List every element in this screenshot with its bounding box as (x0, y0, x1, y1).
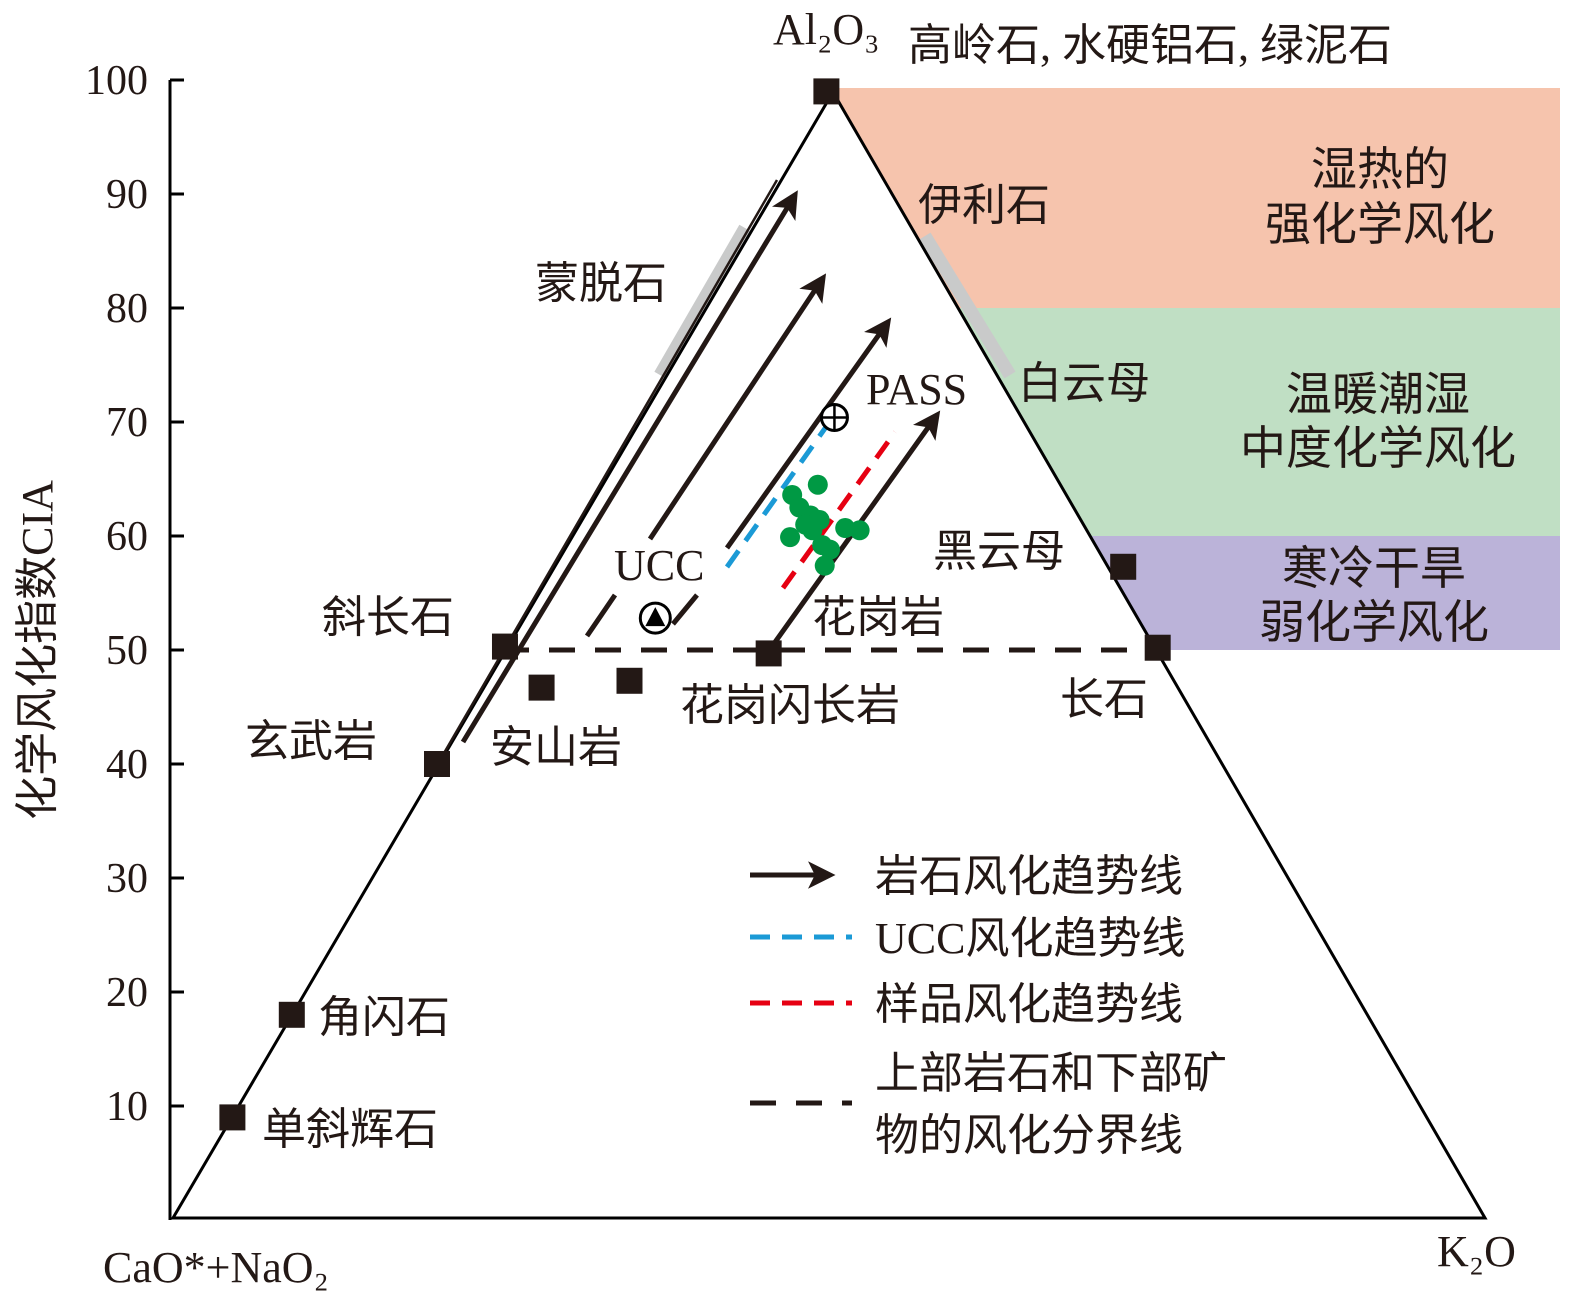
mineral-point (1144, 634, 1171, 661)
sample-point (814, 555, 835, 576)
trend-arrow-3 (724, 317, 892, 550)
mineral-point (424, 751, 450, 777)
label-ucc: UCC (614, 541, 704, 590)
y-tick-label: 10 (106, 1084, 148, 1130)
sample-point (849, 520, 870, 541)
mineral-point (219, 1104, 246, 1131)
mineral-point (278, 1001, 305, 1028)
label-plagioclase: 斜长石 (322, 593, 454, 642)
zone-band-2 (958, 308, 1560, 536)
label-andesite: 安山岩 (490, 723, 622, 772)
ucc-trend-line (724, 408, 841, 569)
zone-1-line-1: 湿热的 (1311, 144, 1449, 195)
zone-band-1 (830, 88, 1560, 308)
mineral-points (219, 78, 1171, 1131)
reference-point-ucc (638, 601, 672, 635)
label-biotite: 黑云母 (933, 527, 1065, 576)
y-tick-label: 40 (106, 742, 148, 788)
legend-item-sample-trend: 样品风化趋势线 (875, 980, 1183, 1029)
trend-arrow-3-dash (584, 593, 618, 638)
zone-1-line-2: 强化学风化 (1265, 199, 1495, 250)
sample-point (807, 474, 828, 495)
label-montmorillonite: 蒙脱石 (535, 259, 667, 308)
label-clinopyroxene: 单斜辉石 (262, 1105, 438, 1154)
montmorillonite-range-bar (654, 224, 751, 379)
label-basalt: 玄武岩 (245, 717, 377, 766)
label-illite: 伊利石 (918, 181, 1050, 230)
climate-zones (830, 88, 1560, 650)
y-tick-label: 80 (106, 286, 148, 332)
legend: 岩石风化趋势线 UCC风化趋势线 样品风化趋势线 上部岩石和下部矿 物的风化分界… (750, 852, 1227, 1160)
zone-3-line-1: 寒冷干旱 (1282, 543, 1466, 594)
label-granite: 花岗岩 (812, 593, 944, 642)
y-tick-label: 30 (106, 856, 148, 902)
mineral-point (1110, 553, 1137, 580)
rock-weathering-trend-arrows (438, 179, 941, 761)
y-tick-label: 100 (85, 58, 148, 104)
reference-point-pass (819, 402, 849, 432)
zone-3-line-2: 弱化学风化 (1259, 597, 1489, 648)
mineral-point (616, 667, 643, 694)
legend-item-boundary-line1: 上部岩石和下部矿 (875, 1049, 1227, 1098)
top-minerals-label: 高岭石, 水硬铝石, 绿泥石 (908, 21, 1392, 70)
sample-trend-line (780, 430, 898, 590)
vertex-left-label: CaO*+NaO₂ (103, 1243, 329, 1292)
thin-trend-line (438, 179, 779, 761)
zone-2-line-1: 温暖潮湿 (1286, 369, 1470, 420)
legend-item-boundary-line2: 物的风化分界线 (875, 1111, 1183, 1160)
trend-arrow-2 (647, 273, 827, 541)
trend-arrow-1 (460, 190, 798, 744)
y-tick-label: 70 (106, 400, 148, 446)
mineral-point (755, 640, 782, 667)
y-axis-label: 化学风化指数CIA (13, 480, 62, 820)
y-tick-label: 60 (106, 514, 148, 560)
label-pass: PASS (866, 365, 967, 414)
sample-point (795, 514, 816, 535)
mineral-point (491, 633, 518, 660)
y-tick-label: 50 (106, 628, 148, 674)
legend-item-rock-trend: 岩石风化趋势线 (875, 852, 1183, 901)
y-tick-label: 20 (106, 970, 148, 1016)
vertex-top-label: Al₂O₃ (773, 5, 879, 54)
label-feldspar: 长石 (1060, 675, 1148, 724)
illite-muscovite-range-bar (919, 232, 1016, 379)
zone-2-line-2: 中度化学风化 (1240, 423, 1516, 474)
vertex-right-label: K₂O (1437, 1227, 1516, 1276)
label-muscovite: 白云母 (1018, 359, 1150, 408)
reference-points (638, 402, 849, 635)
mineral-point (528, 674, 555, 701)
mineral-point (813, 78, 840, 105)
sample-point (780, 527, 801, 548)
zone-band-3 (1090, 536, 1560, 650)
y-axis: 10 20 30 40 50 60 70 80 90 100 (85, 58, 184, 1220)
label-hornblende: 角闪石 (318, 993, 450, 1042)
trend-arrow-3-start (671, 593, 699, 626)
sample-points (780, 474, 870, 576)
sample-point (820, 539, 841, 560)
label-granodiorite: 花岗闪长岩 (680, 681, 900, 730)
y-tick-label: 90 (106, 172, 148, 218)
legend-item-ucc-trend: UCC风化趋势线 (875, 914, 1185, 963)
